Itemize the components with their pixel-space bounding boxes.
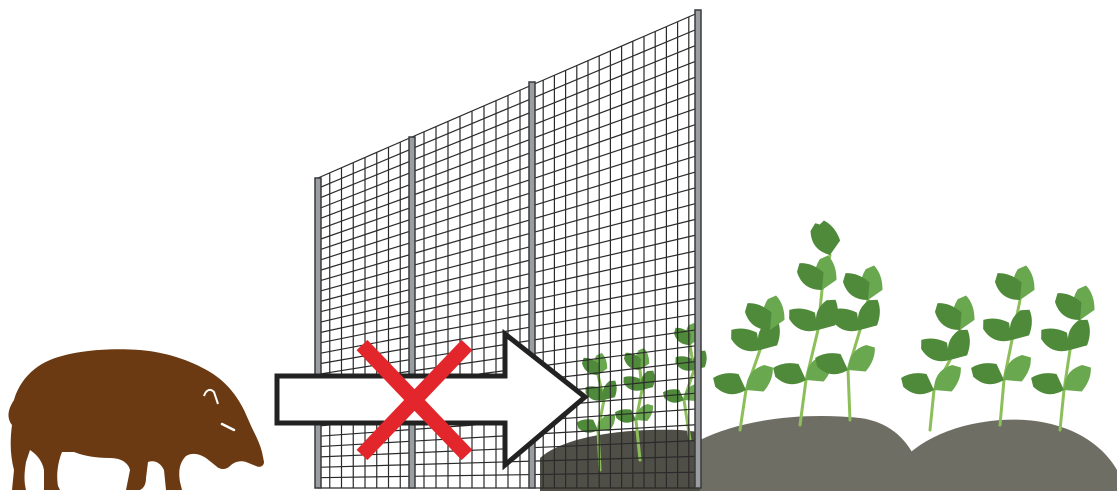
- fence-post: [315, 178, 321, 488]
- soil-mounds: [540, 416, 1117, 491]
- leaf-icon: [1010, 310, 1032, 340]
- fence-post: [695, 10, 701, 488]
- fence-wire-horizontal: [532, 91, 700, 152]
- leaf-icon: [1041, 328, 1070, 351]
- arrow-icon: [277, 334, 585, 465]
- fence-wire-horizontal: [532, 329, 700, 353]
- leaf-icon: [641, 371, 655, 390]
- fence-wire-horizontal: [318, 476, 412, 477]
- fence-wire-horizontal: [532, 266, 700, 300]
- leaf-icon: [921, 338, 950, 361]
- leaf-icon: [773, 363, 806, 384]
- fence-post: [409, 137, 415, 488]
- leaf-icon: [858, 300, 880, 330]
- fence-wire-horizontal: [532, 171, 700, 220]
- leaf-icon: [603, 381, 617, 400]
- fence-wire-horizontal: [532, 28, 700, 99]
- leaf-icon: [831, 308, 860, 331]
- leaf-icon: [713, 373, 746, 394]
- boar-icon: [9, 349, 265, 490]
- leaf-icon: [934, 365, 961, 392]
- boar-body: [9, 349, 265, 490]
- fence-wire-horizontal: [532, 313, 700, 340]
- leaf-icon: [746, 365, 773, 392]
- fence-wire-horizontal: [532, 44, 700, 112]
- fence-wire-horizontal: [532, 123, 700, 179]
- leaf-icon: [848, 345, 875, 372]
- leaf-icon: [971, 363, 1004, 384]
- fence-wire-horizontal: [532, 139, 700, 193]
- leaf-icon: [983, 318, 1012, 341]
- leaf-icon: [731, 328, 760, 351]
- fence-wire-horizontal: [532, 75, 700, 138]
- fence-wire-horizontal: [532, 298, 700, 327]
- fence-wire-horizontal: [532, 282, 700, 314]
- fence-wire-horizontal: [532, 187, 700, 233]
- fence-wire-horizontal: [532, 155, 700, 206]
- leaf-icon: [901, 373, 934, 394]
- fence-wire-horizontal: [532, 250, 700, 287]
- fence-wire-horizontal: [532, 12, 700, 85]
- leaf-icon: [1068, 320, 1090, 350]
- leaf-icon: [789, 308, 818, 331]
- leaf-icon: [1031, 373, 1064, 394]
- leaf-icon: [948, 330, 970, 360]
- soil-mound-right: [880, 420, 1117, 491]
